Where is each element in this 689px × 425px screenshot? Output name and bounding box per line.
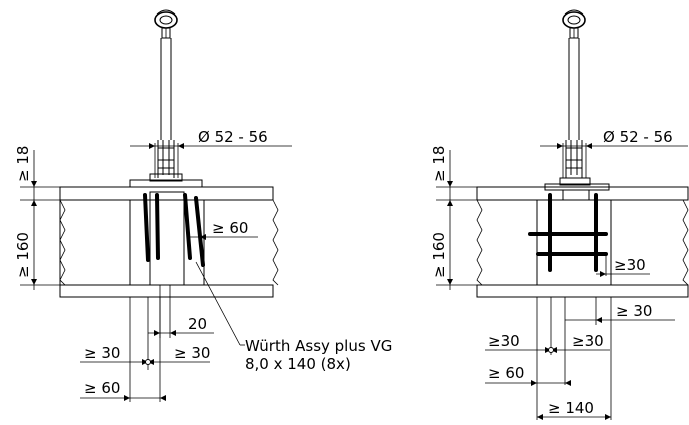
right-dia-label: Ø 52 - 56 [603,128,673,146]
right-ge30-left-label: ≥30 [488,332,520,350]
right-detail: Ø 52 - 56 ≥ 18 ≥ 160 ≥30 [430,9,689,420]
left-screw-callout: Würth Assy plus VG 8,0 x 140 (8x) [195,261,392,373]
right-anchor-eye-icon [562,9,586,39]
right-ge160-label: ≥ 160 [430,232,448,278]
left-ge18-dimension: ≥ 18 [14,146,60,290]
left-dim-20-label: 20 [188,315,207,333]
right-ge60-label: ≥ 60 [488,364,524,382]
right-ge30-side-dimension: ≥ 30 [565,302,675,323]
left-ge60-right-label: ≥ 60 [212,219,248,237]
left-ge30-dimensions: ≥ 30 ≥ 30 [80,344,210,365]
right-ge30-mid-label: ≥30 [614,256,646,274]
left-detail: Ø 52 - 56 ≥ 18 ≥ 160 ≥ 60 [14,9,392,402]
right-ge140-dimension: ≥ 140 [537,399,611,420]
right-slab-top [476,186,689,201]
left-timber-block [129,199,205,286]
left-ge30-left-label: ≥ 30 [84,344,120,362]
left-ge60-bottom-dimension: ≥ 60 [80,379,166,401]
right-ge60-dimension: ≥ 60 [485,364,571,386]
left-screw-callout-line2: 8,0 x 140 (8x) [245,355,351,373]
left-ge18-label: ≥ 18 [14,146,32,182]
left-screws [143,193,205,267]
right-ge30-side-label: ≥ 30 [616,302,652,320]
right-screws [528,193,608,272]
right-ge18-dimension: ≥ 18 [430,146,477,290]
left-anchor-eye-icon [154,9,178,39]
left-ge160-dimension: ≥ 160 [14,232,60,286]
left-anchor-rod [157,38,175,178]
right-dia-dimension: Ø 52 - 56 [540,128,688,178]
left-ge60-right-dimension: ≥ 60 [190,219,258,240]
right-ge30-mid-dimension: ≥30 [596,254,650,277]
left-dia-dimension: Ø 52 - 56 [130,128,292,178]
left-slab-bottom [59,284,274,298]
left-screw-callout-line1: Würth Assy plus VG [245,337,392,355]
right-anchor-rod [565,38,583,178]
left-dim-20: 20 [148,285,214,338]
left-ge60-bottom-label: ≥ 60 [84,379,120,397]
right-ge30-pair: ≥30 ≥30 [485,332,610,353]
right-slab-bottom [476,284,689,298]
left-ge30-right-label: ≥ 30 [174,344,210,362]
right-ge160-dimension: ≥ 160 [430,232,477,286]
right-ge30-right-label: ≥30 [572,332,604,350]
left-dia-label: Ø 52 - 56 [198,128,268,146]
left-slab-top [59,186,274,201]
right-ge18-label: ≥ 18 [430,146,448,182]
left-ge160-label: ≥ 160 [14,232,32,278]
right-ge140-label: ≥ 140 [548,399,594,417]
